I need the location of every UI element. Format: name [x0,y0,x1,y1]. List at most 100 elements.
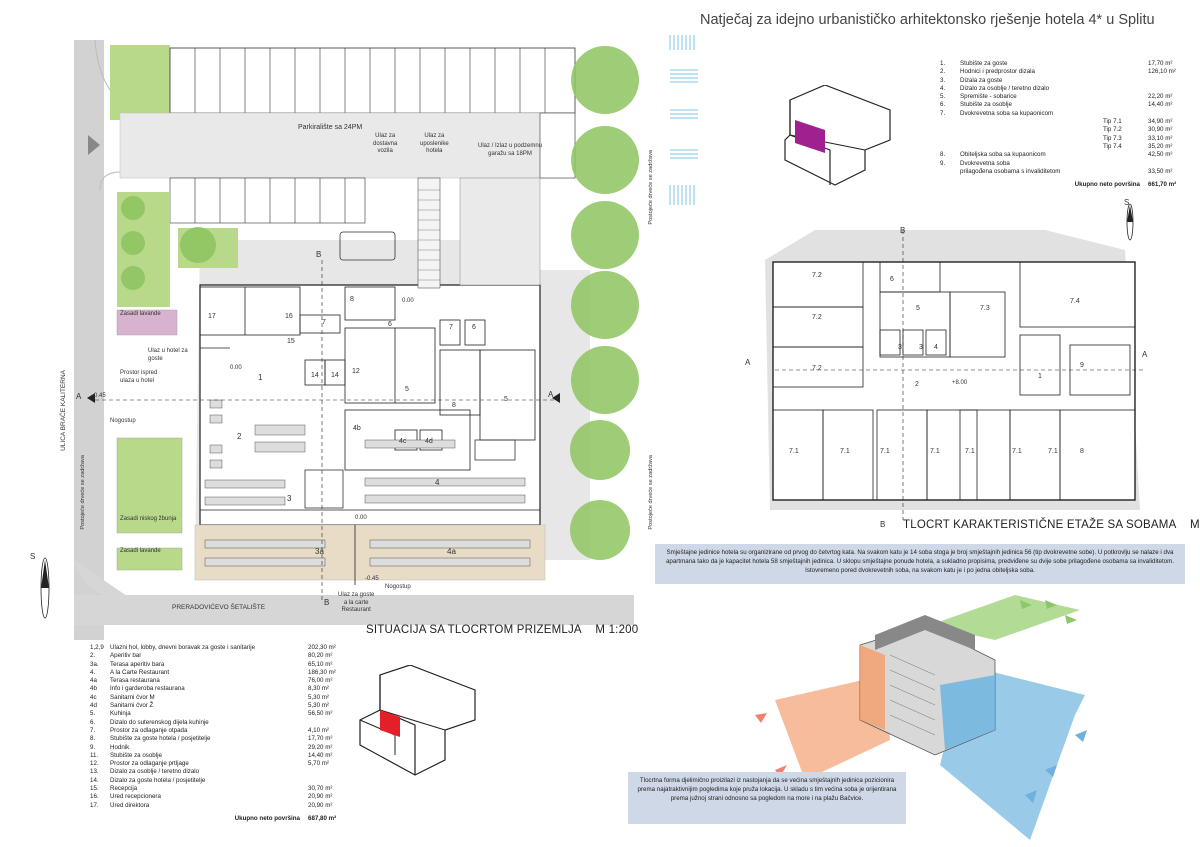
room-number: 4b [353,425,361,432]
room-label: 7.2 [812,314,822,321]
legend-area: 80,20 m² [308,652,333,660]
floor-highlight [795,120,825,153]
legend-text: Prostor za odlaganje otpada [110,726,188,734]
legend-text: Spremište - sobarice [960,93,1017,101]
legend-number [940,135,960,143]
legend-area [1148,160,1190,168]
room-number: 15 [287,338,295,345]
level-marker-2: 0.00 [402,298,414,304]
legend-area: 42,50 m² [1148,151,1173,159]
legend-text: A la Carte Restaurant [110,668,170,676]
trees-left [121,196,216,290]
legend-text: Hodnik [110,743,130,751]
legend-area: 20,90 m² [308,793,333,801]
legend-number: 4a [90,677,97,685]
typical-floor-plan [765,203,1145,520]
legend-number: 7. [940,109,946,117]
tables [204,399,531,567]
legend-row: 6.Dizalo do suterenskog dijela kuhinje [90,719,350,727]
street-bottom-label: PRERADOVIĆEVO ŠETALIŠTE [172,604,266,611]
legend-number: 3a. [90,660,99,668]
room-label: 4 [934,344,938,351]
trees-right [570,46,639,560]
floor-plan-title: TLOCRT KARAKTERISTIČNE ETAŽE SA SOBAMA M… [903,519,1200,531]
ground-floor [199,284,541,526]
legend-subtype: Tip 7.2 [1103,126,1122,134]
legend-text: Prostor za odlaganje prtljage [110,760,189,768]
legend-text: Dvokrevetna soba sa kupaonicom [960,109,1054,117]
delivery-van [339,231,396,261]
legend-subtype [1103,60,1148,68]
sidewalk-label: Nogostup [110,418,136,424]
room-label: 7.1 [930,448,940,455]
legend-number [940,143,960,151]
legend-area: 35,20 m² [1148,142,1173,150]
legend-area: 186,30 m² [308,668,336,676]
room-label: 8 [1080,448,1084,455]
legend-number [940,168,960,176]
legend-subtype [1103,68,1148,76]
legend-number: 12. [90,760,99,768]
room-number: 4d [425,438,433,445]
room-number: 7 [449,324,453,331]
room-label: 7.1 [1012,448,1022,455]
legend-text [960,143,1103,151]
lavender-bed [116,309,178,336]
legend-area [308,777,350,785]
legend-area: 126,10 m² [1148,68,1176,76]
legend-subtype [1103,85,1148,93]
room-number: 16 [285,313,293,320]
legend-text: Dizala za goste [960,76,1003,84]
parking-top [169,47,576,114]
legend-text: Stubište za goste [960,60,1008,67]
room-number: 3 [287,494,292,503]
legend-text: Dizalo za osoblje / teretno dizalo [110,768,200,776]
legend-number: 15. [90,785,99,793]
legend-text: Recepcija [110,785,138,793]
room-number: 7 [322,319,326,326]
legend-text: Dizalo za osoblje / teretno dizalo [960,84,1050,92]
level-marker-b: -0.45 [365,576,379,582]
legend-area [1148,110,1190,118]
legend-text: Stubište za osoblje [110,751,162,759]
legend-area: 5,70 m² [308,760,329,768]
sidewalk-label-2: Nogostup [385,584,411,590]
tree-note-left: Postojeće drveće se zadržava [80,455,86,530]
legend-number: 6. [90,718,96,726]
legend-subtype [1103,77,1148,85]
legend-area: 22,20 m² [1148,93,1173,101]
room-label: 7.2 [812,272,822,279]
legend-area: 17,70 m² [1148,60,1173,67]
legend-number: 2. [940,68,946,76]
legend-number: 4b [90,685,97,693]
legend-text: Kuhinja [110,710,131,718]
legend-text: Stubište za goste hotela / posjetitelje [110,735,211,743]
legend-subtype [1103,101,1148,109]
room-label: 3 [898,344,902,351]
legend-text: Sanitarni čvor Ž [110,702,154,710]
legend-text: Ulazni hol, lobby, dnevni boravak za gos… [110,644,256,651]
room-label: 7.1 [880,448,890,455]
room-label: 9 [1080,362,1084,369]
legend-number: 4. [940,84,946,92]
legend-number: 9. [90,743,96,751]
legend-area: 14,40 m² [308,751,333,759]
legend-number: 17. [90,801,99,809]
room-label: 1 [1038,373,1042,380]
